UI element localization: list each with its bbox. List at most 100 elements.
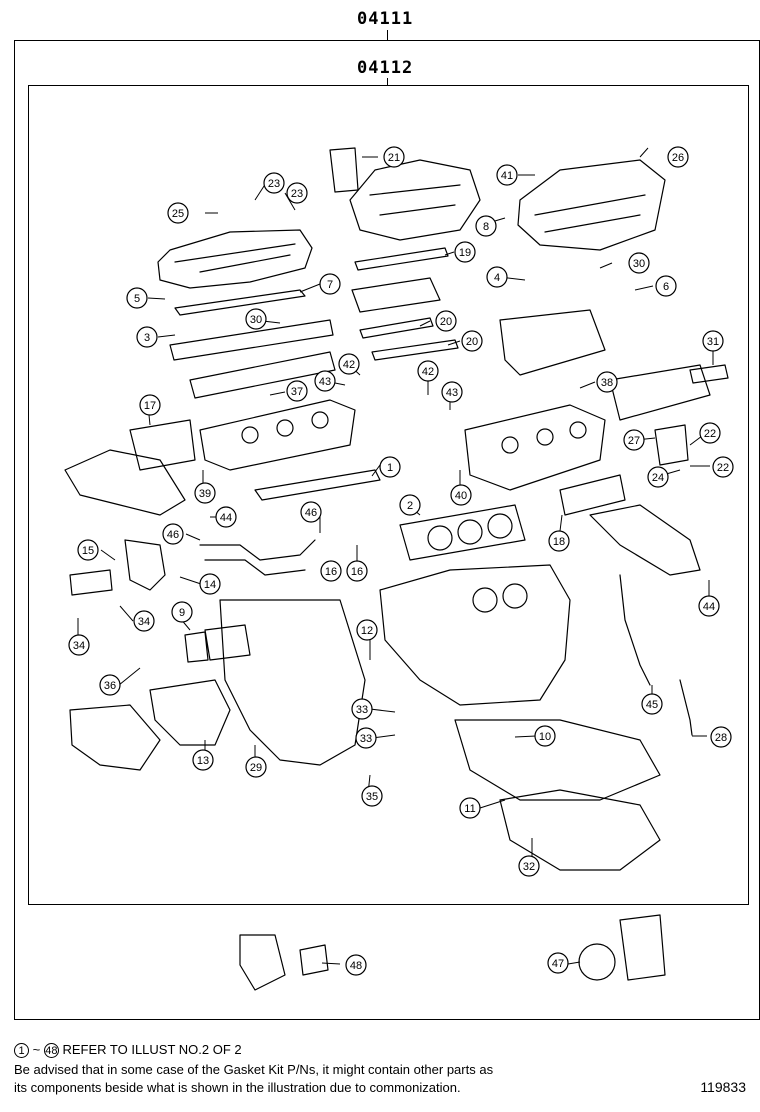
callout-circle (417, 360, 439, 382)
callout-circle (379, 456, 401, 478)
callout-33: 33 (351, 698, 373, 720)
cover-gasket (174, 289, 306, 316)
callout-number: 25 (172, 208, 184, 220)
callout-15: 15 (77, 539, 99, 561)
callout-number: 37 (291, 386, 303, 398)
callout-circle (338, 353, 360, 375)
callout-number: 41 (501, 170, 513, 182)
callout-43: 43 (314, 370, 336, 392)
outer-kit-number: 04111 (357, 9, 414, 29)
callout-38: 38 (596, 371, 618, 393)
callout-number: 22 (717, 462, 729, 474)
callout-44: 44 (215, 506, 237, 528)
callout-29: 29 (245, 756, 267, 778)
callout-number: 20 (466, 336, 478, 348)
callout-45: 45 (641, 693, 663, 715)
callout-circle (383, 146, 405, 168)
callout-number: 16 (351, 566, 363, 578)
callout-46: 46 (162, 523, 184, 545)
inner-kit-leader (387, 78, 388, 85)
callout-number: 22 (704, 428, 716, 440)
callout-number: 43 (319, 376, 331, 388)
callout-18: 18 (548, 530, 570, 552)
lower-intake (351, 277, 441, 313)
water-pipe (199, 539, 316, 576)
callout-circle (450, 484, 472, 506)
intake-manifold (349, 159, 481, 241)
right-exhaust-gasket (559, 474, 626, 516)
callout-36: 36 (99, 674, 121, 696)
callout-number: 1 (387, 462, 393, 474)
callout-31: 31 (702, 330, 724, 352)
timing-chain-cover (219, 599, 366, 766)
callout-number: 43 (446, 387, 458, 399)
callout-number: 23 (268, 178, 280, 190)
callout-9: 9 (171, 601, 193, 623)
callout-circle (699, 422, 721, 444)
callout-circle (628, 252, 650, 274)
callout-circle (133, 610, 155, 632)
callout-39: 39 (194, 482, 216, 504)
callout-circle (534, 725, 556, 747)
callout-circle (245, 756, 267, 778)
callout-circle (702, 330, 724, 352)
callout-circle (399, 494, 421, 516)
callout-circle (355, 727, 377, 749)
callout-number: 26 (672, 152, 684, 164)
callout-number: 21 (388, 152, 400, 164)
callout-circle (320, 560, 342, 582)
callout-circle (263, 172, 285, 194)
range-end-marker: 48 (43, 1043, 59, 1059)
callout-23: 23 (286, 182, 308, 204)
callout-circle (667, 146, 689, 168)
callout-circle (435, 310, 457, 332)
rear-oil-seal-retainer (619, 914, 666, 981)
inner-kit-number: 04112 (357, 58, 414, 78)
callout-10: 10 (534, 725, 556, 747)
callout-number: 45 (646, 699, 658, 711)
callout-27: 27 (623, 429, 645, 451)
callout-number: 29 (250, 762, 262, 774)
callout-circle (547, 952, 569, 974)
callout-16: 16 (320, 560, 342, 582)
inner-kit-frame (28, 85, 749, 905)
callout-circle (286, 380, 308, 402)
callout-circle (167, 202, 189, 224)
callout-circle (441, 381, 463, 403)
note-line-2: its components beside what is shown in t… (14, 1080, 461, 1095)
callout-41: 41 (496, 164, 518, 186)
callout-44: 44 (698, 595, 720, 617)
left-exhaust-manifold (64, 449, 186, 516)
right-head-gasket (399, 504, 526, 561)
callout-circle (356, 619, 378, 641)
callout-circle (712, 456, 734, 478)
callout-number: 18 (553, 536, 565, 548)
callout-circle (361, 785, 383, 807)
note-line-1: Be advised that in some case of the Gask… (14, 1062, 494, 1077)
callout-circle (136, 326, 158, 348)
callout-circle (641, 693, 663, 715)
callout-number: 10 (539, 731, 551, 743)
callout-circle (199, 573, 221, 595)
callout-7: 7 (319, 273, 341, 295)
callout-number: 42 (343, 359, 355, 371)
callout-circle (459, 797, 481, 819)
callout-circle (139, 394, 161, 416)
callout-circle (192, 749, 214, 771)
callout-number: 35 (366, 791, 378, 803)
callout-number: 2 (407, 500, 413, 512)
callout-circle (496, 164, 518, 186)
callout-circle (486, 266, 508, 288)
callout-circle (286, 182, 308, 204)
callout-number: 6 (663, 281, 669, 293)
callout-number: 34 (73, 640, 85, 652)
callout-48: 48 (345, 954, 367, 976)
callout-circle (655, 275, 677, 297)
callout-43: 43 (441, 381, 463, 403)
callout-number: 44 (703, 601, 715, 613)
callout-20: 20 (435, 310, 457, 332)
callout-12: 12 (356, 619, 378, 641)
right-exhaust-manifold (589, 504, 701, 576)
callout-22: 22 (699, 422, 721, 444)
callout-number: 3 (144, 332, 150, 344)
